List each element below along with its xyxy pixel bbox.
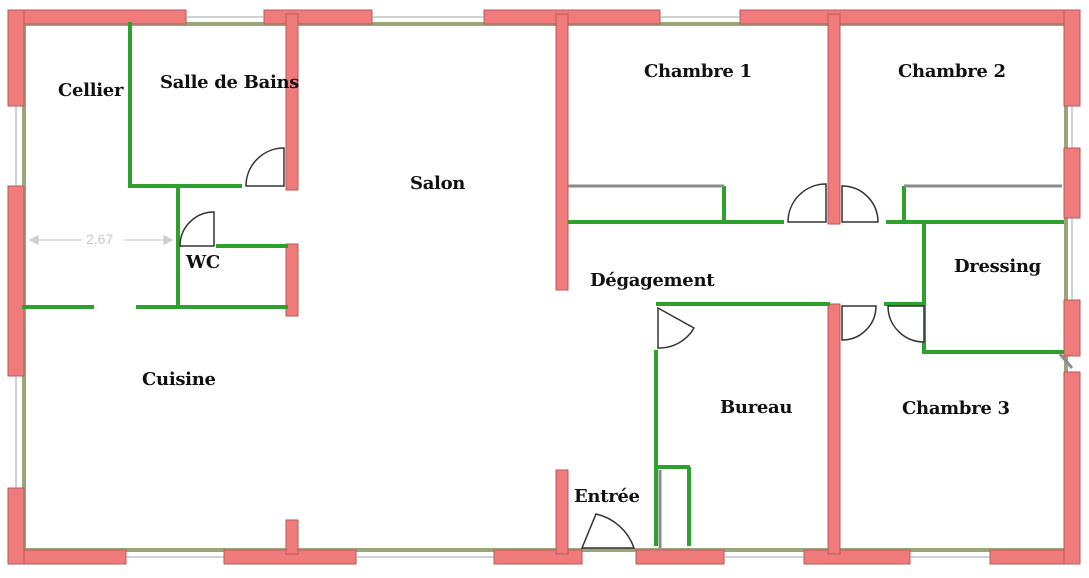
wall-sdb-salon bbox=[285, 13, 299, 191]
room-label-chambre-3: Chambre 3 bbox=[902, 398, 1010, 419]
door-dressing bbox=[887, 305, 925, 343]
room-label-salle-de-bains: Salle de Bains bbox=[160, 72, 300, 93]
room-label-entree: Entrée bbox=[574, 486, 640, 507]
door-entree bbox=[580, 513, 636, 549]
dimension-line bbox=[28, 235, 174, 245]
door-chambre2 bbox=[841, 185, 879, 223]
door-chambre1 bbox=[787, 183, 827, 223]
room-label-cuisine: Cuisine bbox=[142, 369, 216, 390]
wall-right-2 bbox=[1063, 147, 1081, 219]
closet-rails bbox=[568, 184, 1074, 548]
wall-top-4 bbox=[739, 9, 1081, 25]
wall-chambre1-chambre2 bbox=[827, 13, 841, 225]
room-label-bureau: Bureau bbox=[720, 397, 793, 418]
wall-bureau-chambre3 bbox=[827, 303, 841, 555]
wall-right-4 bbox=[1063, 371, 1081, 565]
exterior-wall-lining bbox=[22, 22, 1068, 552]
door-sdb bbox=[245, 147, 285, 187]
doors bbox=[179, 147, 925, 549]
wall-left-2 bbox=[7, 185, 25, 377]
wall-left-1 bbox=[7, 9, 25, 107]
room-label-dressing: Dressing bbox=[954, 256, 1041, 277]
wall-salon-chambre1 bbox=[555, 13, 569, 291]
wall-left-3 bbox=[7, 487, 25, 565]
room-label-degagement: Dégagement bbox=[590, 270, 715, 291]
door-bureau bbox=[657, 306, 696, 349]
wall-cuisine-salon bbox=[285, 519, 299, 555]
partitions bbox=[22, 22, 1064, 546]
wall-right-3 bbox=[1063, 299, 1081, 357]
wall-bottom-3 bbox=[493, 549, 583, 565]
wall-salon-entree bbox=[555, 469, 569, 555]
exterior-walls bbox=[7, 9, 1081, 565]
room-label-salon: Salon bbox=[410, 173, 466, 194]
wall-top-3 bbox=[483, 9, 661, 25]
room-label-chambre-1: Chambre 1 bbox=[644, 61, 752, 82]
dimension-label: 2,67 bbox=[86, 231, 114, 247]
wall-bottom-4 bbox=[635, 549, 725, 565]
room-label-chambre-2: Chambre 2 bbox=[898, 61, 1006, 82]
wall-right-1 bbox=[1063, 9, 1081, 107]
room-label-wc: WC bbox=[186, 252, 220, 273]
room-label-cellier: Cellier bbox=[58, 80, 124, 101]
wall-top-1 bbox=[7, 9, 187, 25]
door-chambre3 bbox=[841, 305, 877, 341]
wall-bottom-1 bbox=[7, 549, 127, 565]
wall-bottom-5 bbox=[803, 549, 911, 565]
door-wc bbox=[179, 211, 215, 247]
wall-top-2 bbox=[263, 9, 373, 25]
window-lines bbox=[15, 16, 1073, 558]
wall-wc-salon bbox=[285, 243, 299, 317]
